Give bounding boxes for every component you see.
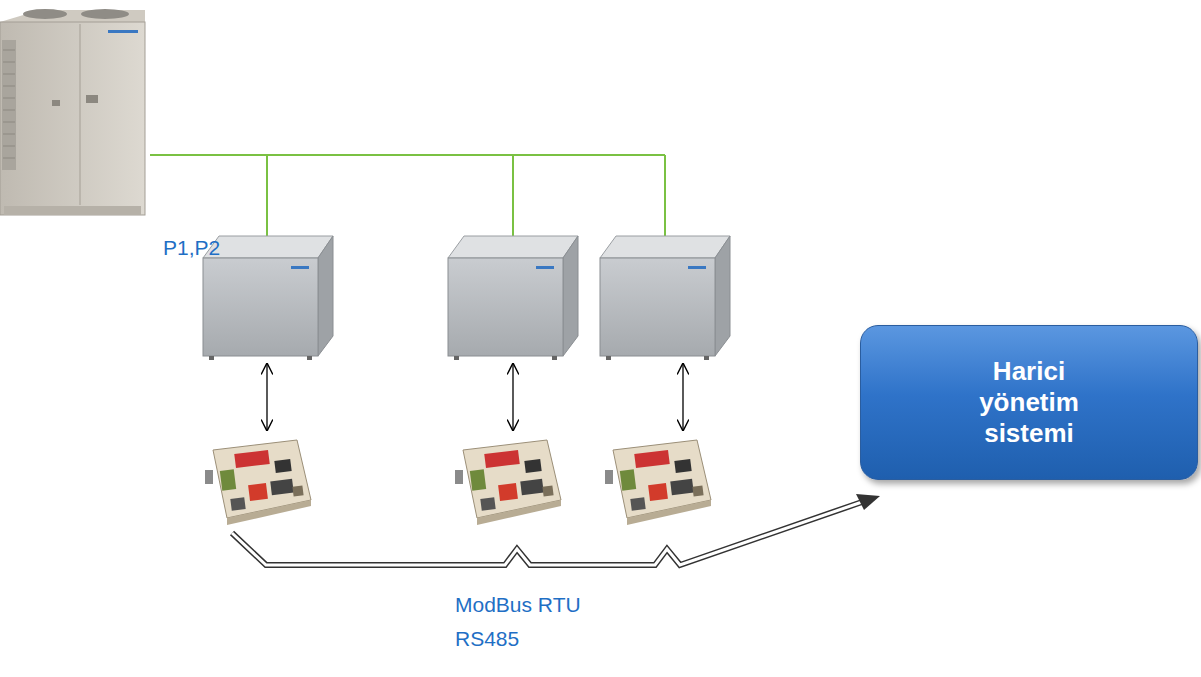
- interface-board: [455, 440, 561, 525]
- system-box: Harici yönetim sistemi: [860, 325, 1198, 480]
- box-title: Harici yönetim sistemi: [962, 356, 1097, 450]
- signal-label: P1,P2: [163, 231, 220, 265]
- modbus-bus: [232, 494, 880, 565]
- refrigerant-pipe: [150, 155, 665, 237]
- interface-board: [605, 440, 711, 525]
- p1p2-link: [267, 364, 683, 430]
- indoor-unit: [448, 236, 578, 360]
- indoor-unit: [203, 236, 333, 360]
- interface-board: [205, 440, 311, 525]
- indoor-unit: [600, 236, 730, 360]
- outdoor-unit: [0, 9, 145, 215]
- bus-label: ModBus RTU RS485: [455, 588, 600, 655]
